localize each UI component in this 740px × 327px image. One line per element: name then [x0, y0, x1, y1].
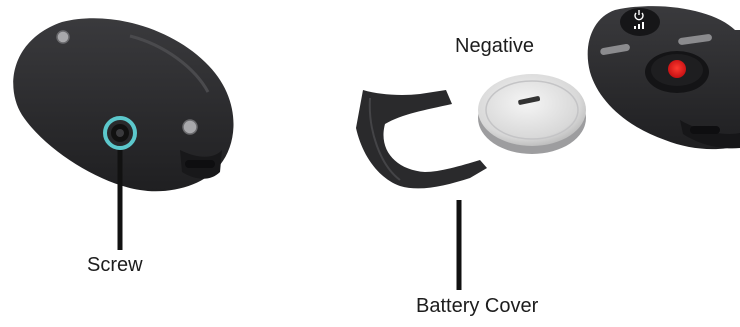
screw-label: Screw: [87, 254, 143, 277]
battery-cover: [356, 90, 487, 188]
power-button: [620, 8, 660, 36]
device-back: [13, 18, 233, 191]
side-screw: [183, 120, 197, 134]
negative-label: Negative: [455, 35, 534, 58]
coin-cell-battery: [478, 74, 586, 154]
remote-front: [588, 6, 740, 149]
battery-cover-label: Battery Cover: [416, 295, 538, 318]
record-button-red: [668, 60, 686, 78]
top-screw: [57, 31, 69, 43]
